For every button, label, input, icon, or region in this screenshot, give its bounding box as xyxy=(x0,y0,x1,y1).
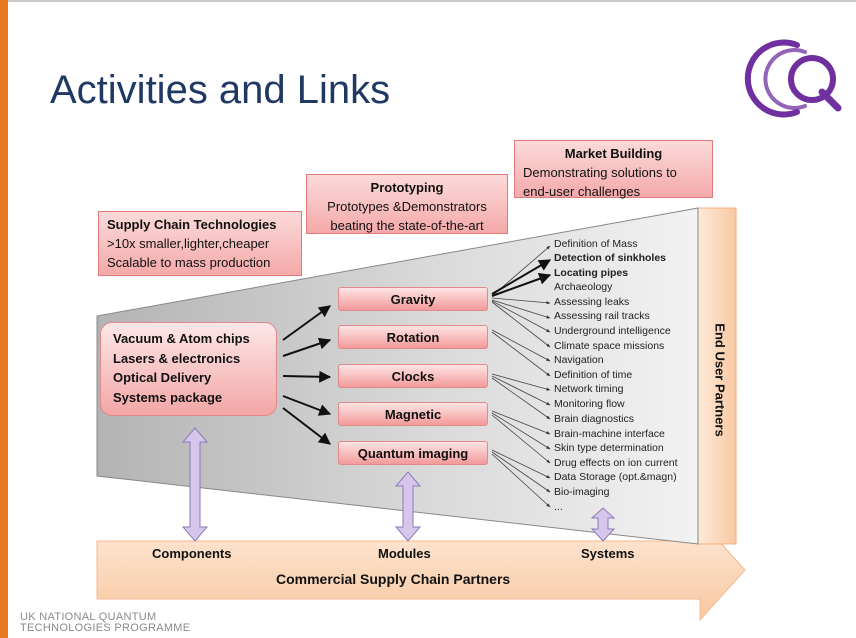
application-item: Definition of time xyxy=(554,369,633,381)
application-item: Data Storage (opt.&magn) xyxy=(554,471,677,483)
technology-item: Vacuum & Atom chips xyxy=(113,331,250,346)
supply-chain-line1: >10x smaller,lighter,cheaper xyxy=(107,236,270,251)
module-magnetic: Magnetic xyxy=(338,402,488,426)
market-building-callout: Market Building Demonstrating solutions … xyxy=(514,140,713,199)
cq-logo xyxy=(744,39,842,118)
application-item: Assessing rail tracks xyxy=(554,310,650,322)
module-clocks: Clocks xyxy=(338,364,488,388)
prototyping-line2: beating the state-of-the-art xyxy=(330,218,484,233)
application-item: Assessing leaks xyxy=(554,296,630,308)
module-application-arrows xyxy=(491,245,551,508)
market-building-line2: end-user challenges xyxy=(523,184,641,199)
highlight-application-arrows xyxy=(491,259,552,297)
module-rotation: Rotation xyxy=(338,325,488,349)
application-item: Climate space missions xyxy=(554,340,665,352)
prototyping-line1: Prototypes &Demonstrators xyxy=(327,199,487,214)
technologies-box: Vacuum & Atom chips Lasers & electronics… xyxy=(100,322,277,416)
top-divider xyxy=(8,0,856,2)
application-item: Monitoring flow xyxy=(554,398,625,410)
application-item: Drug effects on ion current xyxy=(554,457,678,469)
application-item: ... xyxy=(554,501,563,513)
systems-label: Systems xyxy=(581,546,635,561)
link-arrow-systems xyxy=(590,507,616,542)
accent-bar xyxy=(0,0,8,638)
end-user-partners-bar xyxy=(697,207,737,545)
tech-module-arrows xyxy=(282,305,332,445)
footer-line1: UK NATIONAL QUANTUM xyxy=(20,611,157,623)
prototyping-callout: Prototyping Prototypes &Demonstrators be… xyxy=(306,174,508,234)
modules-label: Modules xyxy=(378,546,431,561)
footer-programme: UK NATIONAL QUANTUM TECHNOLOGIES PROGRAM… xyxy=(20,612,190,634)
slide-title: Activities and Links xyxy=(50,68,391,112)
footer-line2: TECHNOLOGIES PROGRAMME xyxy=(20,622,191,634)
components-label: Components xyxy=(152,546,232,561)
market-building-heading: Market Building xyxy=(564,146,663,161)
application-item: Skin type determination xyxy=(554,442,664,454)
application-item: Network timing xyxy=(554,383,624,395)
application-item: Locating pipes xyxy=(554,267,629,279)
technology-item: Optical Delivery xyxy=(113,370,212,385)
application-item: Bio-imaging xyxy=(554,486,610,498)
application-item: Definition of Mass xyxy=(554,238,638,250)
end-user-partners-label: End User Partners xyxy=(712,323,728,437)
application-item: Underground intelligence xyxy=(554,325,671,337)
link-arrow-modules xyxy=(394,471,422,542)
application-item: Archaeology xyxy=(554,281,613,293)
supply-chain-line2: Scalable to mass production xyxy=(107,255,271,270)
application-item: Detection of sinkholes xyxy=(554,252,667,264)
technology-item: Systems package xyxy=(113,389,223,405)
link-arrow-components xyxy=(181,427,209,542)
module-gravity: Gravity xyxy=(338,287,488,311)
technology-item: Lasers & electronics xyxy=(113,350,241,366)
application-item: Navigation xyxy=(554,354,604,366)
prototyping-heading: Prototyping xyxy=(370,180,444,195)
application-item: Brain-machine interface xyxy=(554,428,665,440)
module-quantum-imaging: Quantum imaging xyxy=(338,441,488,465)
commercial-supply-chain-label: Commercial Supply Chain Partners xyxy=(276,571,511,587)
application-item: Brain diagnostics xyxy=(554,413,634,425)
supply-chain-callout: Supply Chain Technologies >10x smaller,l… xyxy=(98,211,302,276)
supply-chain-heading: Supply Chain Technologies xyxy=(107,217,277,232)
market-building-line1: Demonstrating solutions to xyxy=(523,165,677,180)
